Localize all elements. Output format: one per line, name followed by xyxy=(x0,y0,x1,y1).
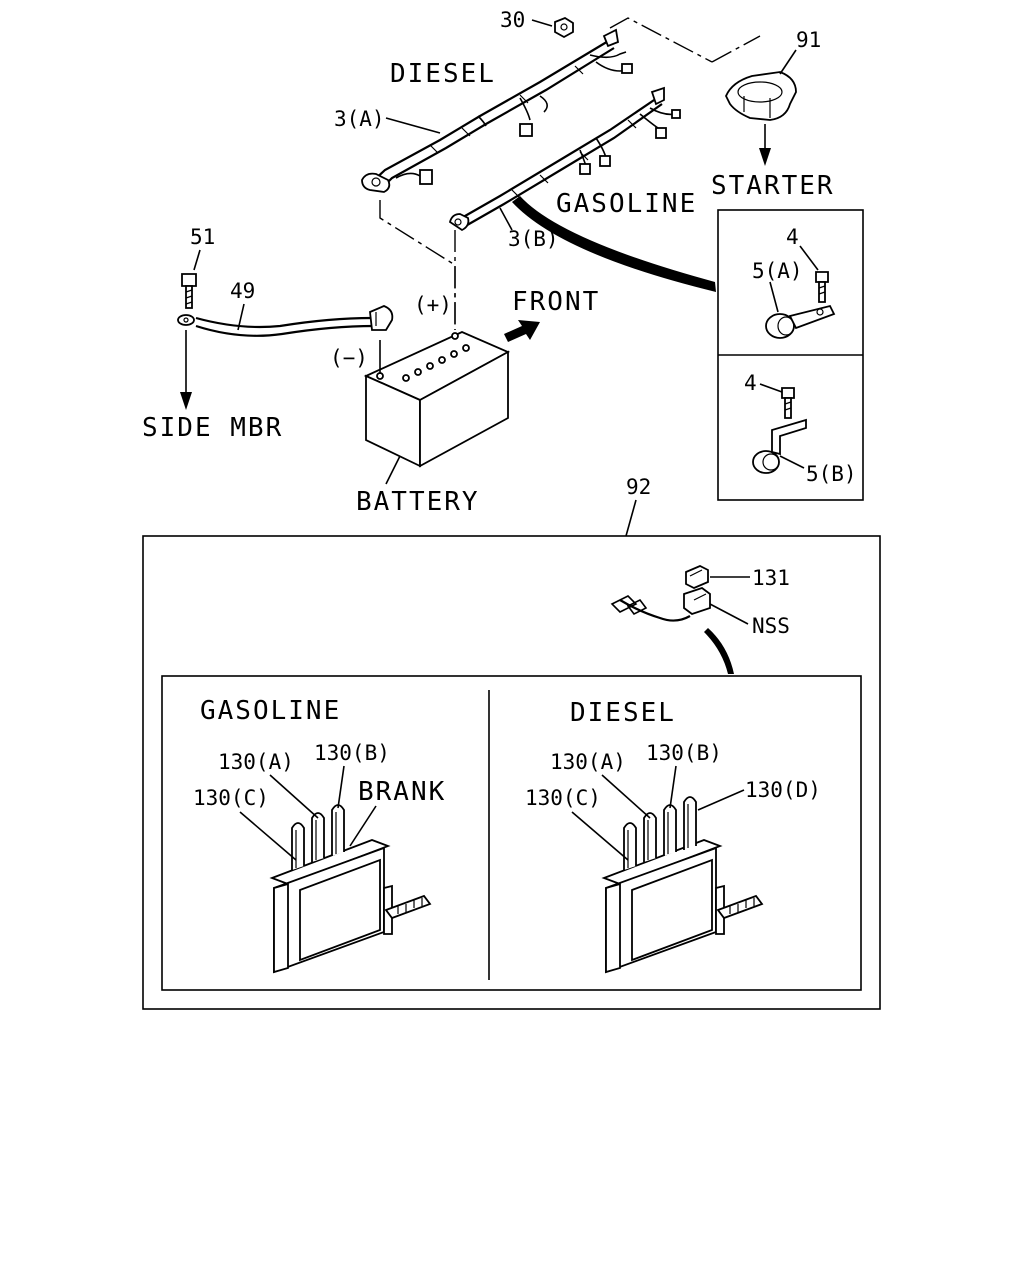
part-number-3a: 3(A) xyxy=(334,107,385,131)
nss-callout-swoosh xyxy=(704,628,734,674)
ground-cable-49 xyxy=(177,305,394,410)
leader-gas-brank xyxy=(349,805,377,847)
label-battery: BATTERY xyxy=(356,487,480,517)
label-diesel-top: DIESEL xyxy=(390,59,496,89)
part-number-131: 131 xyxy=(752,566,790,590)
part-number-4-lower: 4 xyxy=(744,371,757,395)
part-number-4-upper: 4 xyxy=(786,225,799,249)
harness-3a-diesel xyxy=(361,28,633,193)
label-front: FRONT xyxy=(512,287,600,317)
part-number-91: 91 xyxy=(796,28,821,52)
leader-gas-130a xyxy=(269,774,319,819)
detail-diesel-130b: 130(B) xyxy=(646,741,722,765)
detail-gasoline-130c: 130(C) xyxy=(193,786,269,810)
detail-gasoline-brank: BRANK xyxy=(358,777,446,807)
leader-5a xyxy=(769,281,779,313)
label-starter: STARTER xyxy=(711,171,835,201)
part-number-51: 51 xyxy=(190,225,215,249)
outer-detail-frame xyxy=(142,535,881,1010)
leader-51 xyxy=(193,249,201,271)
detail-gasoline-title: GASOLINE xyxy=(200,696,341,726)
nut-30 xyxy=(531,16,574,39)
label-battery-plus: (+) xyxy=(414,293,452,317)
part-number-5a: 5(A) xyxy=(752,259,803,283)
bolt-51 xyxy=(181,273,197,309)
leader-dsl-130a xyxy=(601,774,651,819)
front-arrow-icon xyxy=(504,320,540,342)
callout-swoosh xyxy=(512,196,716,292)
detail-diesel-130c: 130(C) xyxy=(525,786,601,810)
leader-nss xyxy=(709,603,749,625)
leader-4-upper xyxy=(799,245,819,271)
detail-diesel-title: DIESEL xyxy=(570,698,676,728)
part-number-30: 30 xyxy=(500,8,525,32)
inner-detail-frame xyxy=(161,675,862,991)
starter-boot-91 xyxy=(725,49,797,166)
detail-gasoline-130b: 130(B) xyxy=(314,741,390,765)
leader-3a xyxy=(385,117,441,134)
nss-harness xyxy=(610,565,711,622)
part-number-49: 49 xyxy=(230,279,255,303)
detail-diesel-130a: 130(A) xyxy=(550,750,626,774)
leader-92 xyxy=(625,499,637,537)
detail-gasoline-130a: 130(A) xyxy=(218,750,294,774)
harness-3b-gasoline xyxy=(448,86,681,232)
leader-3b xyxy=(499,207,513,231)
leader-49 xyxy=(237,303,245,331)
leader-4-lower xyxy=(759,383,783,393)
part-number-92: 92 xyxy=(626,475,651,499)
dashed-reference-lines xyxy=(379,17,761,330)
label-battery-minus: (−) xyxy=(330,346,368,370)
detail-diesel-130d: 130(D) xyxy=(745,778,821,802)
clamp-5b xyxy=(752,387,807,474)
label-gasoline-top: GASOLINE xyxy=(556,189,697,219)
label-nss: NSS xyxy=(752,614,790,638)
leader-dsl-130c xyxy=(571,811,629,861)
leader-dsl-130b xyxy=(669,765,677,809)
clamp-5a xyxy=(765,271,836,339)
relay-block-gasoline xyxy=(269,804,432,974)
leader-gas-130c xyxy=(239,811,297,861)
leader-5b xyxy=(779,455,805,469)
leader-dsl-130d xyxy=(697,789,745,811)
leader-gas-130b xyxy=(337,765,345,809)
label-side-mbr: SIDE MBR xyxy=(142,413,283,443)
clamp-detail-box xyxy=(717,209,864,501)
part-number-5b: 5(B) xyxy=(806,462,857,486)
relay-block-diesel xyxy=(601,796,764,974)
battery xyxy=(363,331,511,485)
